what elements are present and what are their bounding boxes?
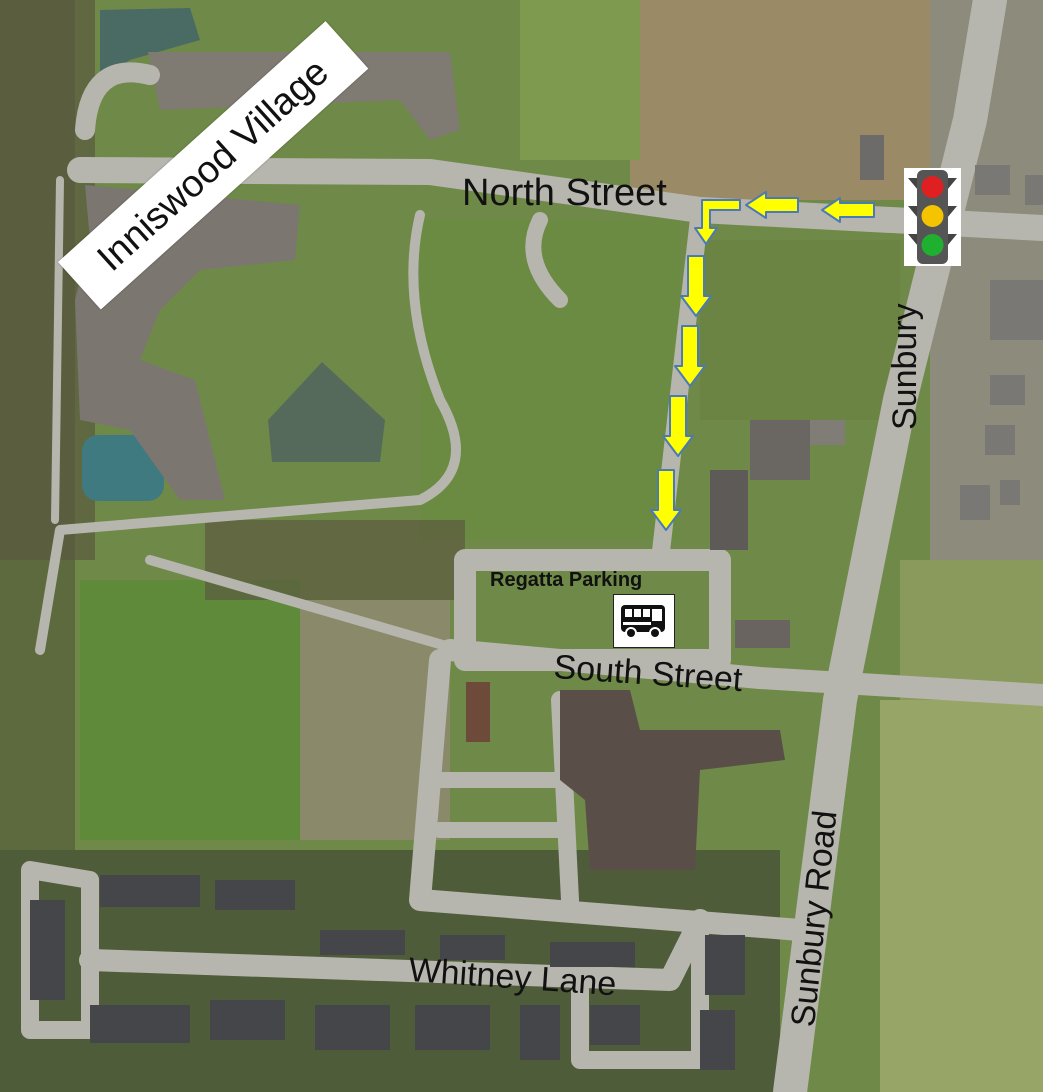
route-arrow-icon — [745, 191, 799, 219]
traffic-light-icon — [908, 170, 957, 264]
traffic-light-marker[interactable] — [904, 168, 961, 266]
sunbury-label: Sunbury — [886, 303, 924, 430]
north-street-label: North Street — [462, 172, 667, 214]
shuttle-bus-icon — [621, 605, 665, 639]
regatta-parking-label: Regatta Parking — [490, 569, 643, 591]
shuttle-bus-marker[interactable] — [613, 594, 675, 648]
route-arrow-icon — [821, 197, 875, 223]
route-arrow-icon — [650, 469, 682, 531]
route-arrow-icon — [680, 255, 712, 317]
route-arrow-icon — [662, 395, 694, 457]
route-arrow-icon — [674, 325, 706, 387]
route-arrow-icon — [694, 199, 741, 245]
